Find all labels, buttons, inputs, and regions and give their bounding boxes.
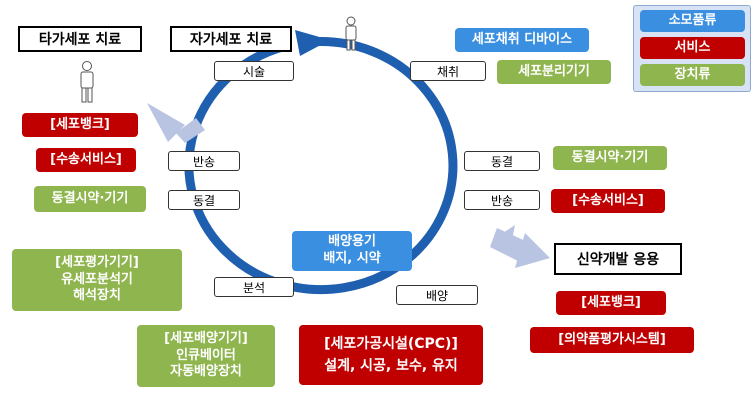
- legend-service: 서비스: [640, 37, 745, 59]
- tag-freeze-reagent-left: 동결시약·기기: [34, 186, 146, 212]
- tag-cell-culture-line3: 자동배양장치: [170, 364, 242, 380]
- tag-cell-culture: [세포배양기기] 인큐베이터 자동배양장치: [137, 325, 275, 387]
- arrow-to-drug-dev-head: [515, 233, 550, 268]
- tag-cpc-line1: [세포가공시설(CPC)]: [324, 335, 458, 352]
- legend-device: 장치류: [640, 64, 745, 86]
- person-icon-top: [345, 16, 357, 51]
- step-collect: 채취: [410, 61, 486, 81]
- step-freeze-left: 동결: [168, 190, 240, 210]
- step-analysis: 분석: [214, 277, 294, 297]
- tag-culture-vessel-line2: 배지, 시약: [323, 251, 381, 266]
- step-surgery: 시술: [214, 61, 294, 81]
- tag-cell-collect-device: 세포채취 디바이스: [455, 28, 589, 52]
- tag-culture-vessel: 배양용기 배지, 시약: [292, 231, 412, 271]
- cycle-arrowhead: [295, 30, 330, 56]
- tag-cell-eval-line2: 유세포분석기: [61, 271, 133, 287]
- tag-transport-service-left: [수송서비스]: [36, 148, 136, 172]
- tag-cell-eval-line1: [세포평가기기]: [55, 254, 139, 270]
- step-culture: 배양: [396, 285, 478, 305]
- tag-cell-bank-left: [세포뱅크]: [22, 113, 138, 137]
- tag-cell-culture-line2: 인큐베이터: [176, 347, 236, 363]
- person-icon-left: [80, 61, 94, 103]
- tag-cell-sep-device: 세포분리기기: [497, 60, 611, 84]
- title-other-cell: 타가세포 치료: [18, 26, 142, 52]
- tag-culture-vessel-line1: 배양용기: [328, 234, 376, 250]
- step-freeze-right: 동결: [464, 151, 540, 171]
- tag-cell-culture-line1: [세포배양기기]: [164, 330, 248, 346]
- legend-consumable: 소모품류: [640, 10, 745, 32]
- step-transport-left: 반송: [168, 151, 240, 171]
- tag-drug-eval: [의약품평가시스템]: [530, 327, 694, 353]
- tag-freeze-reagent-right: 동결시약·기기: [553, 146, 667, 170]
- tag-cpc-line2: 설계, 시공, 보수, 유지: [324, 358, 458, 374]
- title-auto-cell: 자가세포 치료: [170, 26, 292, 52]
- title-drug-dev: 신약개발 응용: [554, 243, 682, 275]
- step-transport-right: 반송: [464, 190, 540, 210]
- tag-transport-service-right: [수송서비스]: [551, 189, 665, 213]
- arrow-to-other-cell-body: [176, 118, 205, 143]
- tag-cell-eval-line3: 해석장치: [73, 288, 121, 304]
- tag-cell-eval: [세포평가기기] 유세포분석기 해석장치: [12, 249, 182, 311]
- tag-cpc: [세포가공시설(CPC)] 설계, 시공, 보수, 유지: [299, 325, 483, 385]
- arrow-to-other-cell: [147, 103, 185, 142]
- tag-cell-bank-right: [세포뱅크]: [556, 291, 666, 315]
